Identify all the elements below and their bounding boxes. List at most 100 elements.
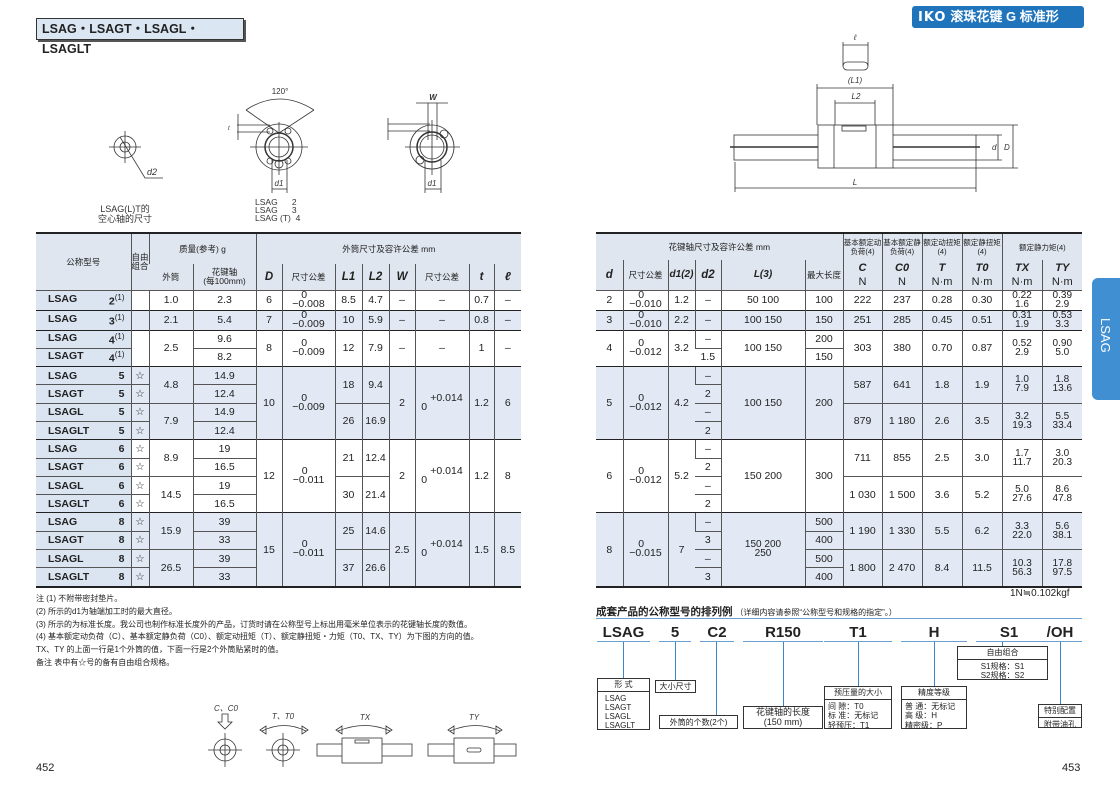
table-cell: 14.5 — [148, 475, 193, 513]
table-cell: 3 — [695, 567, 721, 587]
table-cell: 0.51 — [961, 309, 1003, 330]
tolerance-value: 0−0.012 — [629, 338, 661, 358]
table-cell: 14.6 — [361, 512, 390, 550]
table-cell: 0−0.009 — [281, 309, 336, 330]
upper-value: +0.014 — [430, 538, 463, 551]
header-T: T — [938, 261, 946, 274]
ordering-title: 成套产品的公称型号的排列例 （详细内容请参照“公称型号和规格的指定”。） — [596, 604, 897, 619]
accuracy-item: 普 通：无标记 — [905, 701, 956, 711]
table-cell: – — [694, 366, 721, 385]
lower-value: 1.9 — [1015, 318, 1029, 330]
table-cell: 1.5 — [468, 512, 495, 587]
table-cell: 400 — [804, 567, 844, 587]
side-tab-lsag[interactable]: LSAG — [1092, 278, 1120, 400]
table-cell: 303 — [842, 329, 883, 367]
angle-label: 120° — [272, 87, 289, 96]
code-size: 5 — [659, 624, 691, 642]
table-cell: 1 — [468, 329, 495, 367]
model-name: LSAGLT — [48, 571, 90, 584]
model-name: LSAG — [48, 442, 78, 455]
model-name: LSAG — [48, 331, 78, 344]
header-dynamic-torque: 额定动扭矩(4) — [921, 234, 963, 260]
table-cell: 0−0.012 — [622, 329, 668, 367]
upper-value: 0 — [638, 310, 645, 321]
tolerance-value: 0−0.010 — [629, 291, 661, 309]
table-cell: 6.2 — [961, 512, 1003, 550]
lower-value: 5.0 — [1055, 346, 1070, 358]
lower-value: −0.012 — [629, 473, 662, 486]
header-C: C — [858, 261, 867, 274]
d1-label: d1 — [275, 179, 284, 188]
code-count: C2 — [700, 624, 734, 642]
table-cell: 9.4 — [361, 366, 390, 404]
upper-value: 150 200 — [744, 539, 782, 551]
table-cell: 26.5 — [148, 549, 193, 587]
table-cell: – — [694, 309, 721, 330]
type-item: LSAGT — [605, 702, 632, 712]
table-cell: 7.9 — [148, 402, 193, 440]
table-cell: 15.9 — [148, 512, 193, 550]
table-cell: ☆ — [130, 457, 149, 477]
table-cell: 37 — [334, 549, 363, 587]
table-cell: 12 — [255, 439, 283, 513]
table-cell: ☆ — [130, 549, 149, 568]
lower-value: 27.6 — [1012, 493, 1032, 505]
table-cell: 4.2 — [667, 366, 695, 440]
t-direction-label: T、T0 — [272, 712, 295, 721]
table-cell: 6 — [493, 366, 522, 440]
table-cell: 1.0 — [148, 289, 193, 310]
upper-value: 1.7 — [1015, 447, 1029, 459]
table-cell: ☆ — [130, 402, 149, 422]
model-name: LSAGT — [48, 461, 84, 474]
table-cell: 5 — [596, 366, 623, 440]
t-label: t — [228, 126, 230, 132]
table-cell: 1.5 — [695, 347, 721, 367]
table-cell: 879 — [842, 402, 883, 440]
header-C0: C0 — [895, 261, 910, 274]
ordering-subtitle: （详细内容请参照“公称型号和规格的指定”。） — [735, 608, 897, 617]
table-cell: ☆ — [130, 567, 149, 587]
d1-label: d1 — [428, 179, 437, 188]
model-name: LSAGT — [48, 350, 84, 363]
l2-label: L2 — [852, 92, 861, 101]
header-static-load: 基本额定静负荷(4) — [881, 234, 923, 260]
table-cell: 0−0.009 — [281, 366, 336, 440]
table-cell: 8.5 — [334, 289, 363, 310]
model-name: LSAG — [48, 292, 78, 305]
upper-value: 10.3 — [1012, 557, 1032, 569]
table-cell: 6 — [596, 439, 623, 513]
table-cell: 2 470 — [881, 549, 923, 587]
table-cell: 587 — [842, 366, 883, 404]
table-cell: ☆ — [130, 384, 149, 404]
footnote: (4) 基本额定动负荷（C）、基本额定静负荷（C0）、额定动扭矩（T）、额定静扭… — [36, 632, 479, 642]
table-cell: 4 — [596, 329, 623, 367]
tolerance-value: 0−0.012 — [629, 466, 662, 486]
table-cell: 0.7 — [468, 289, 495, 310]
table-cell: 1 190 — [842, 512, 883, 550]
table-cell: 855 — [881, 439, 923, 477]
model-name: LSAGL — [48, 479, 84, 492]
upper-value: 17.8 — [1052, 557, 1073, 569]
